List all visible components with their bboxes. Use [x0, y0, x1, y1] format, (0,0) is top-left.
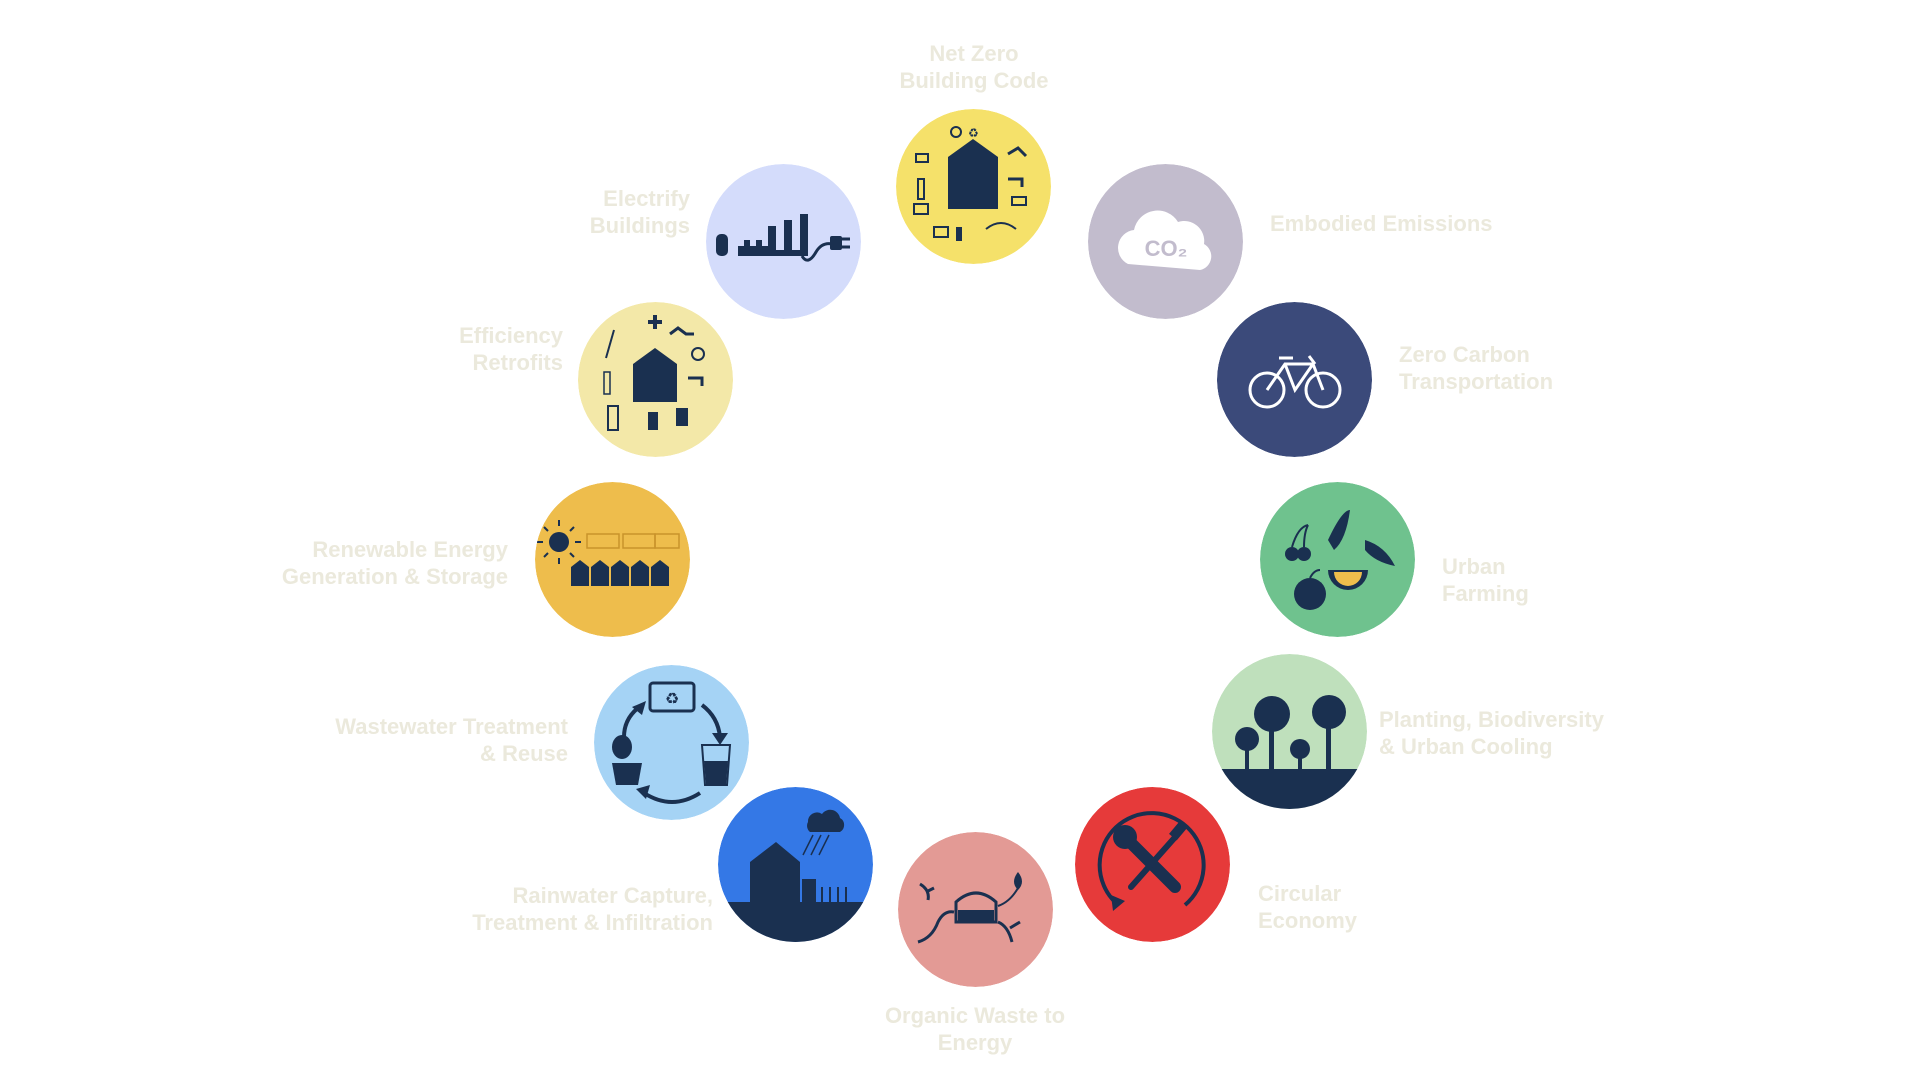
node-planting-biodiversity[interactable]	[1212, 654, 1367, 809]
electric-plug-icon	[706, 164, 861, 319]
rain-house-icon	[718, 787, 873, 942]
label-rainwater-capture: Rainwater Capture,Treatment & Infiltrati…	[472, 883, 713, 935]
node-wastewater-treatment[interactable]: ♻	[594, 665, 749, 820]
co2-cloud-icon: CO₂	[1088, 164, 1243, 319]
node-rainwater-capture[interactable]	[718, 787, 873, 942]
node-efficiency-retrofits[interactable]	[578, 302, 733, 457]
svg-text:♻: ♻	[665, 691, 679, 708]
trees-icon	[1212, 654, 1367, 809]
tools-cycle-icon	[1075, 787, 1230, 942]
co2-text: CO₂	[1145, 236, 1188, 261]
water-cycle-icon: ♻	[594, 665, 749, 820]
node-electrify-buildings[interactable]	[706, 164, 861, 319]
retrofit-house-icon	[578, 302, 733, 457]
net-zero-house-icon: ♻	[896, 109, 1051, 264]
svg-text:♻: ♻	[968, 126, 979, 140]
label-embodied-emissions: Embodied Emissions	[1270, 211, 1493, 236]
produce-icon	[1260, 482, 1415, 637]
solar-icon	[535, 482, 690, 637]
biogas-icon	[898, 832, 1053, 987]
label-planting-biodiversity: Planting, Biodiversity& Urban Cooling	[1379, 707, 1604, 759]
node-circular-economy[interactable]	[1075, 787, 1230, 942]
node-embodied-emissions[interactable]: CO₂	[1088, 164, 1243, 319]
node-zero-carbon-transportation[interactable]	[1217, 302, 1372, 457]
node-urban-farming[interactable]	[1260, 482, 1415, 637]
bicycle-icon	[1217, 302, 1372, 457]
node-organic-waste[interactable]	[898, 832, 1053, 987]
label-wastewater-treatment: Wastewater Treatment& Reuse	[335, 714, 568, 766]
node-net-zero[interactable]: ♻	[896, 109, 1051, 264]
node-renewable-energy[interactable]	[535, 482, 690, 637]
